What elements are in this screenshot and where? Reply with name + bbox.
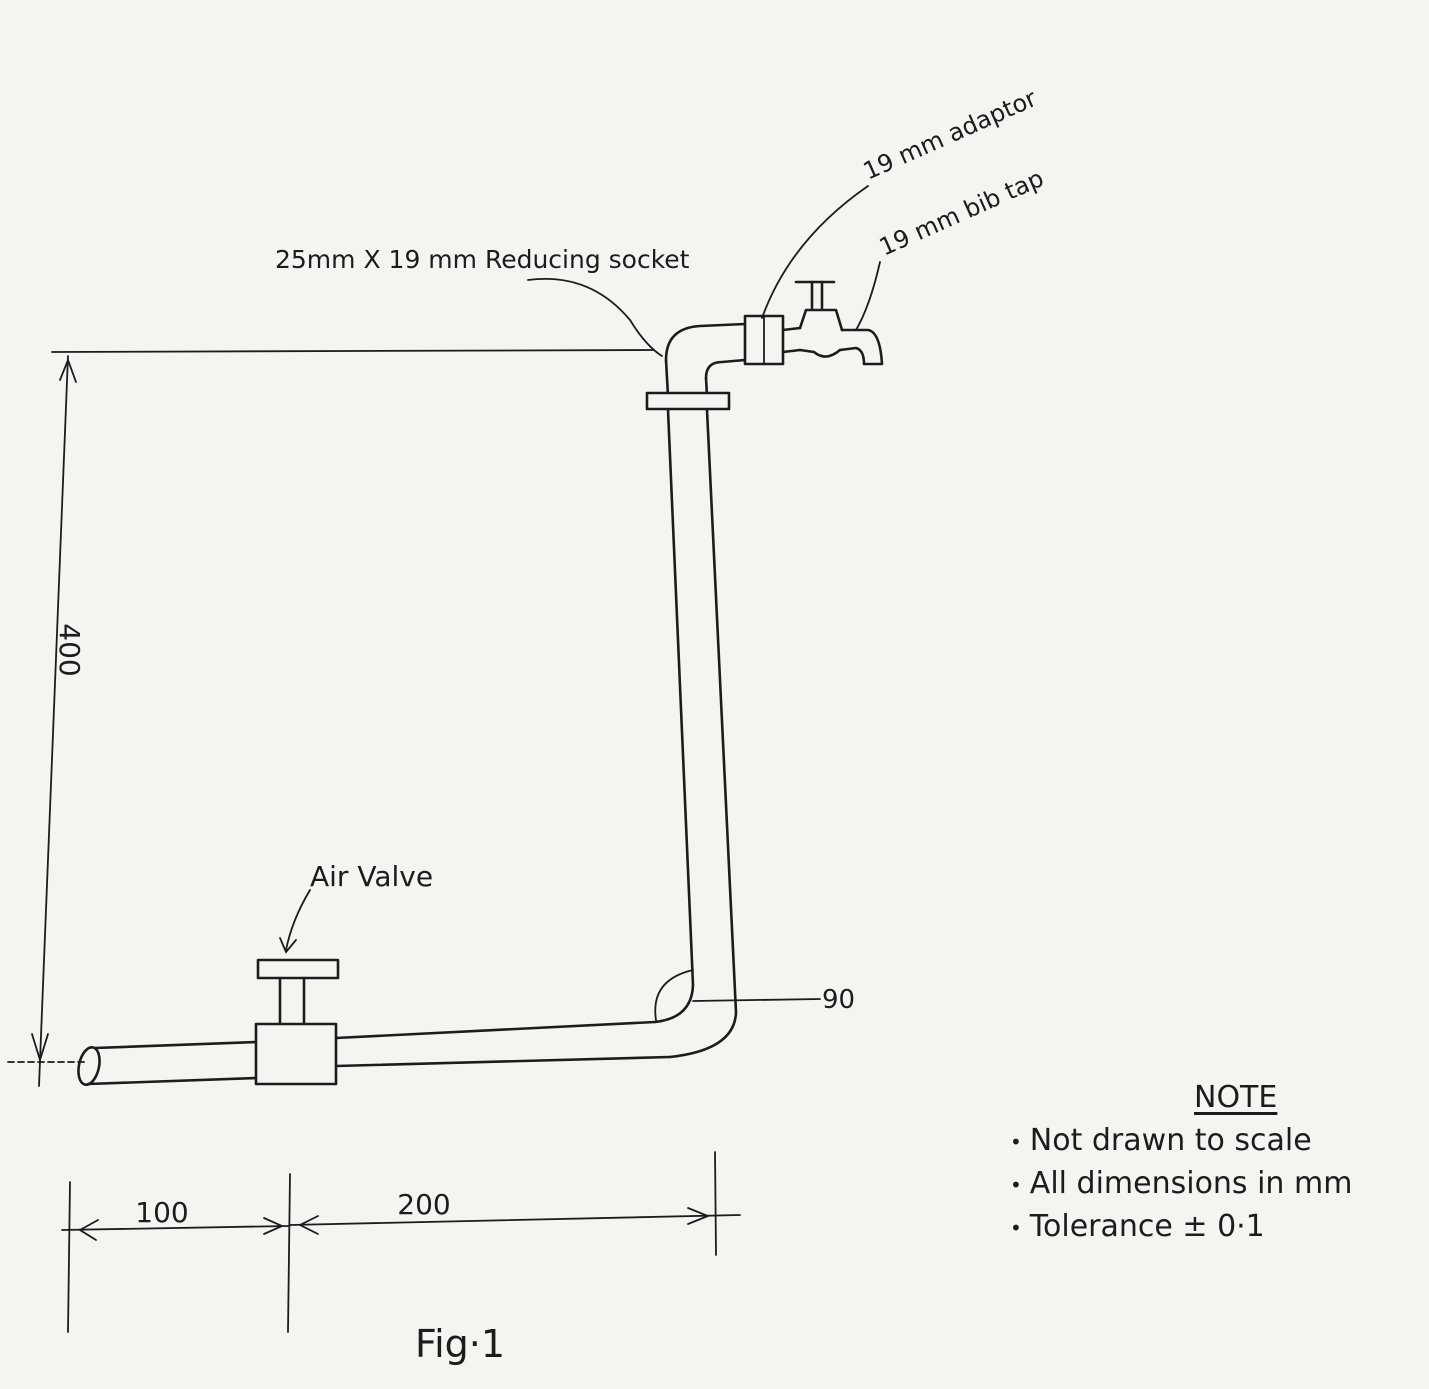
vertical-pipe (664, 358, 738, 1014)
note-item: Tolerance ± 0·1 (1010, 1209, 1410, 1244)
horizontal-dimensions (61, 1151, 741, 1333)
reducing-socket (645, 391, 731, 411)
leader-lines (279, 185, 881, 954)
reducing-socket-label: 25mm X 19 mm Reducing socket (275, 245, 690, 274)
air-valve-label: Air Valve (310, 860, 433, 893)
adaptor (743, 314, 802, 366)
note-block: NOTE Not drawn to scale All dimensions i… (1010, 1080, 1410, 1244)
right-run-dimension-label: 200 (397, 1188, 450, 1221)
bib-tap-label: 19 mm bib tap (875, 164, 1048, 261)
air-valve (254, 958, 340, 1086)
note-item: Not drawn to scale (1010, 1123, 1410, 1158)
left-run-dimension-label: 100 (135, 1196, 188, 1229)
height-dimension-label: 400 (53, 623, 86, 676)
adaptor-label: 19 mm adaptor (859, 84, 1041, 185)
elbow-bend (653, 969, 821, 1059)
bib-tap (794, 280, 884, 366)
top-bend (664, 322, 747, 380)
figure-caption: Fig·1 (415, 1322, 506, 1366)
angle-label: 90 (822, 985, 855, 1015)
horizontal-pipe (77, 1020, 672, 1087)
height-dimension (7, 349, 655, 1087)
note-title: NOTE (1194, 1080, 1278, 1115)
note-item: All dimensions in mm (1010, 1166, 1410, 1201)
